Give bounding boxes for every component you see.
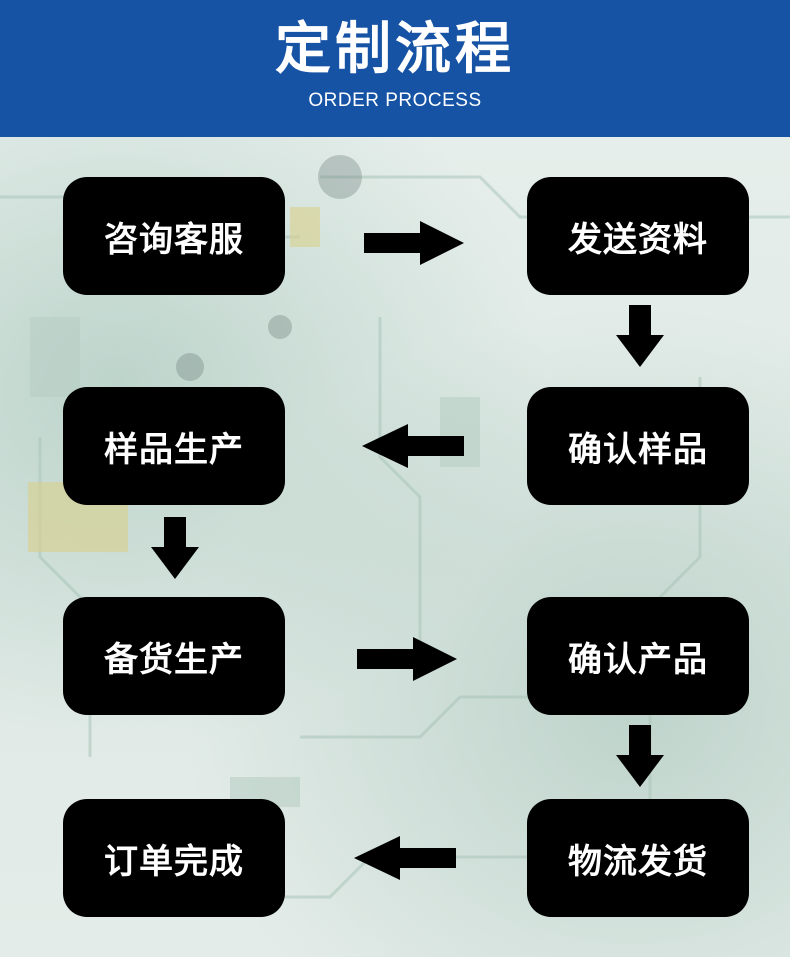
step-label: 样品生产 xyxy=(104,429,244,470)
step-sample-production: 样品生产 xyxy=(63,387,285,505)
step-confirm-sample: 确认样品 xyxy=(527,387,749,505)
page-title: 定制流程 xyxy=(275,17,515,82)
step-label: 咨询客服 xyxy=(104,219,244,260)
step-label: 订单完成 xyxy=(104,841,244,882)
step-label: 备货生产 xyxy=(104,639,244,680)
arrow-down-icon xyxy=(151,517,199,579)
arrow-right-icon xyxy=(364,221,464,265)
step-send-materials: 发送资料 xyxy=(527,177,749,295)
step-label: 物流发货 xyxy=(568,841,708,882)
header-banner: 定制流程 ORDER PROCESS xyxy=(0,0,790,137)
arrow-down-icon xyxy=(616,725,664,787)
arrow-right-icon xyxy=(357,637,457,681)
step-logistics-shipping: 物流发货 xyxy=(527,799,749,917)
step-label: 发送资料 xyxy=(568,219,708,260)
step-order-complete: 订单完成 xyxy=(63,799,285,917)
step-confirm-product: 确认产品 xyxy=(527,597,749,715)
arrow-down-icon xyxy=(616,305,664,367)
page-subtitle: ORDER PROCESS xyxy=(308,90,482,111)
arrow-left-icon xyxy=(362,424,464,468)
circuit-board-background: 咨询客服 发送资料 样品生产 确认样品 备货生产 确认产品 订单完成 xyxy=(0,137,790,957)
step-consult-service: 咨询客服 xyxy=(63,177,285,295)
arrow-left-icon xyxy=(354,836,456,880)
step-label: 确认样品 xyxy=(568,429,708,470)
step-label: 确认产品 xyxy=(568,639,708,680)
step-stock-production: 备货生产 xyxy=(63,597,285,715)
